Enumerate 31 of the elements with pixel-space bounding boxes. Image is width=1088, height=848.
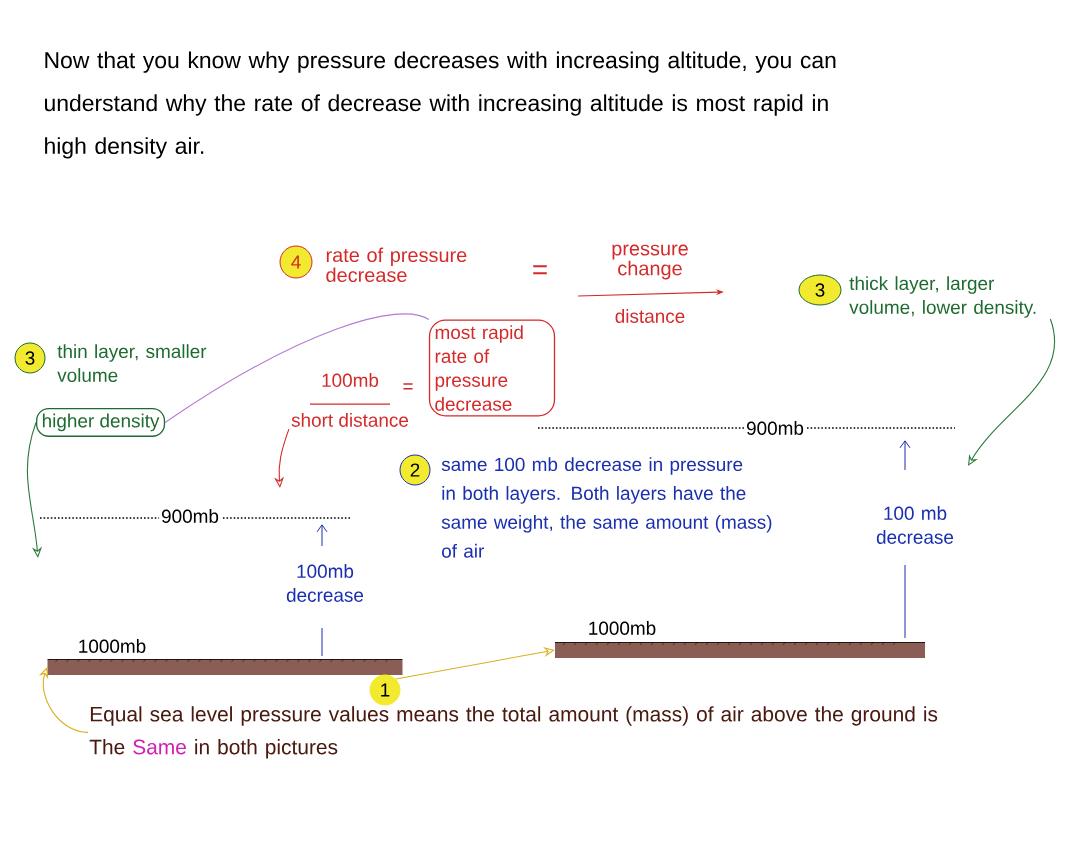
note-text: thick layer, larger volume, lower density. — [849, 276, 1036, 318]
note-text: thin layer, smaller volume — [57, 344, 207, 382]
connector-line — [164, 313, 430, 423]
formula-text: rate of pressure decrease — [326, 247, 467, 283]
equals-sign: = — [533, 265, 547, 275]
pressure-label: 900mb — [159, 507, 221, 525]
pressure-label: 1000mb — [79, 639, 146, 653]
ground-strip — [555, 642, 925, 658]
note-text: same 100 mb decrease in pressure in both layers. Both layers have the same weight, the same amount (mass) of air — [441, 457, 772, 558]
pressure-label: 1000mb — [589, 621, 656, 635]
number-badge: 4 — [279, 245, 313, 279]
arrow — [26, 421, 43, 558]
number-badge: 2 — [399, 454, 431, 486]
arrow — [274, 428, 290, 488]
circled-text: higher density — [36, 408, 166, 437]
arrow — [395, 647, 555, 680]
formula-text: pressure change — [612, 244, 688, 280]
arrow — [38, 667, 89, 733]
dimension-label: 100mb decrease — [286, 564, 364, 602]
number-badge: 3 — [14, 342, 46, 374]
arrow — [968, 318, 1055, 466]
heading-text: Now that you know why pressure decreases with increasing altitude, you can understand why the rate of decrease with increasing altitude is most rapid in high density air. — [45, 51, 836, 159]
number-badge: 1 — [369, 674, 401, 706]
number-badge: 3 — [798, 274, 842, 306]
ground-strip — [47, 659, 403, 675]
equals-sign: = — [403, 383, 413, 390]
note-text: Equal sea level pressure values means the total amount (mass) of air above the ground is The Same in both pictures — [89, 706, 938, 759]
circled-text: most rapid rate of pressure decrease — [428, 319, 556, 417]
dimension-label: 100 mb decrease — [876, 506, 954, 544]
formula-text: distance — [615, 309, 685, 323]
pressure-label: 900mb — [744, 419, 806, 437]
